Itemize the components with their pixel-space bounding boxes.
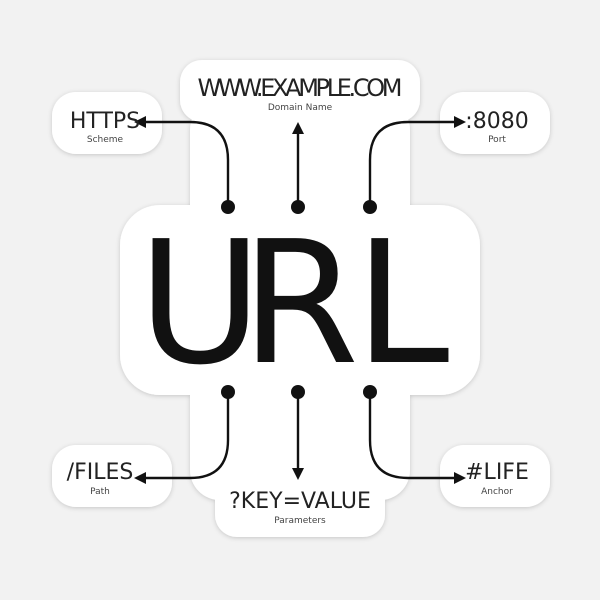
domain-caption: Domain Name bbox=[268, 103, 333, 113]
letter-u: U bbox=[138, 205, 262, 403]
letter-l: L bbox=[355, 205, 450, 403]
port-value: :8080 bbox=[465, 109, 528, 134]
anchor-caption: Anchor bbox=[481, 487, 513, 497]
dot bbox=[291, 385, 305, 399]
anchor-value: #LIFE bbox=[465, 460, 529, 485]
sticker-backing bbox=[52, 60, 550, 537]
scheme-arrow bbox=[134, 116, 230, 207]
port-arrow bbox=[368, 116, 466, 207]
dot bbox=[221, 385, 235, 399]
arrows bbox=[134, 116, 466, 484]
dot bbox=[363, 385, 377, 399]
parameters-value: ?KEY=VALUE bbox=[229, 489, 371, 514]
dot bbox=[291, 200, 305, 214]
dot bbox=[221, 200, 235, 214]
dot bbox=[363, 200, 377, 214]
scheme-value: HTTPS bbox=[70, 109, 140, 134]
path-value: /FILES bbox=[67, 460, 134, 485]
parameters-caption: Parameters bbox=[274, 516, 326, 526]
dots bbox=[221, 200, 377, 399]
port-caption: Port bbox=[488, 135, 506, 145]
anchor-arrow bbox=[368, 392, 466, 484]
letter-r: R bbox=[241, 205, 359, 403]
scheme-caption: Scheme bbox=[87, 135, 124, 145]
path-arrow bbox=[134, 392, 230, 484]
domain-value: WWW.EXAMPLE.COM bbox=[198, 74, 403, 102]
path-caption: Path bbox=[90, 487, 110, 497]
